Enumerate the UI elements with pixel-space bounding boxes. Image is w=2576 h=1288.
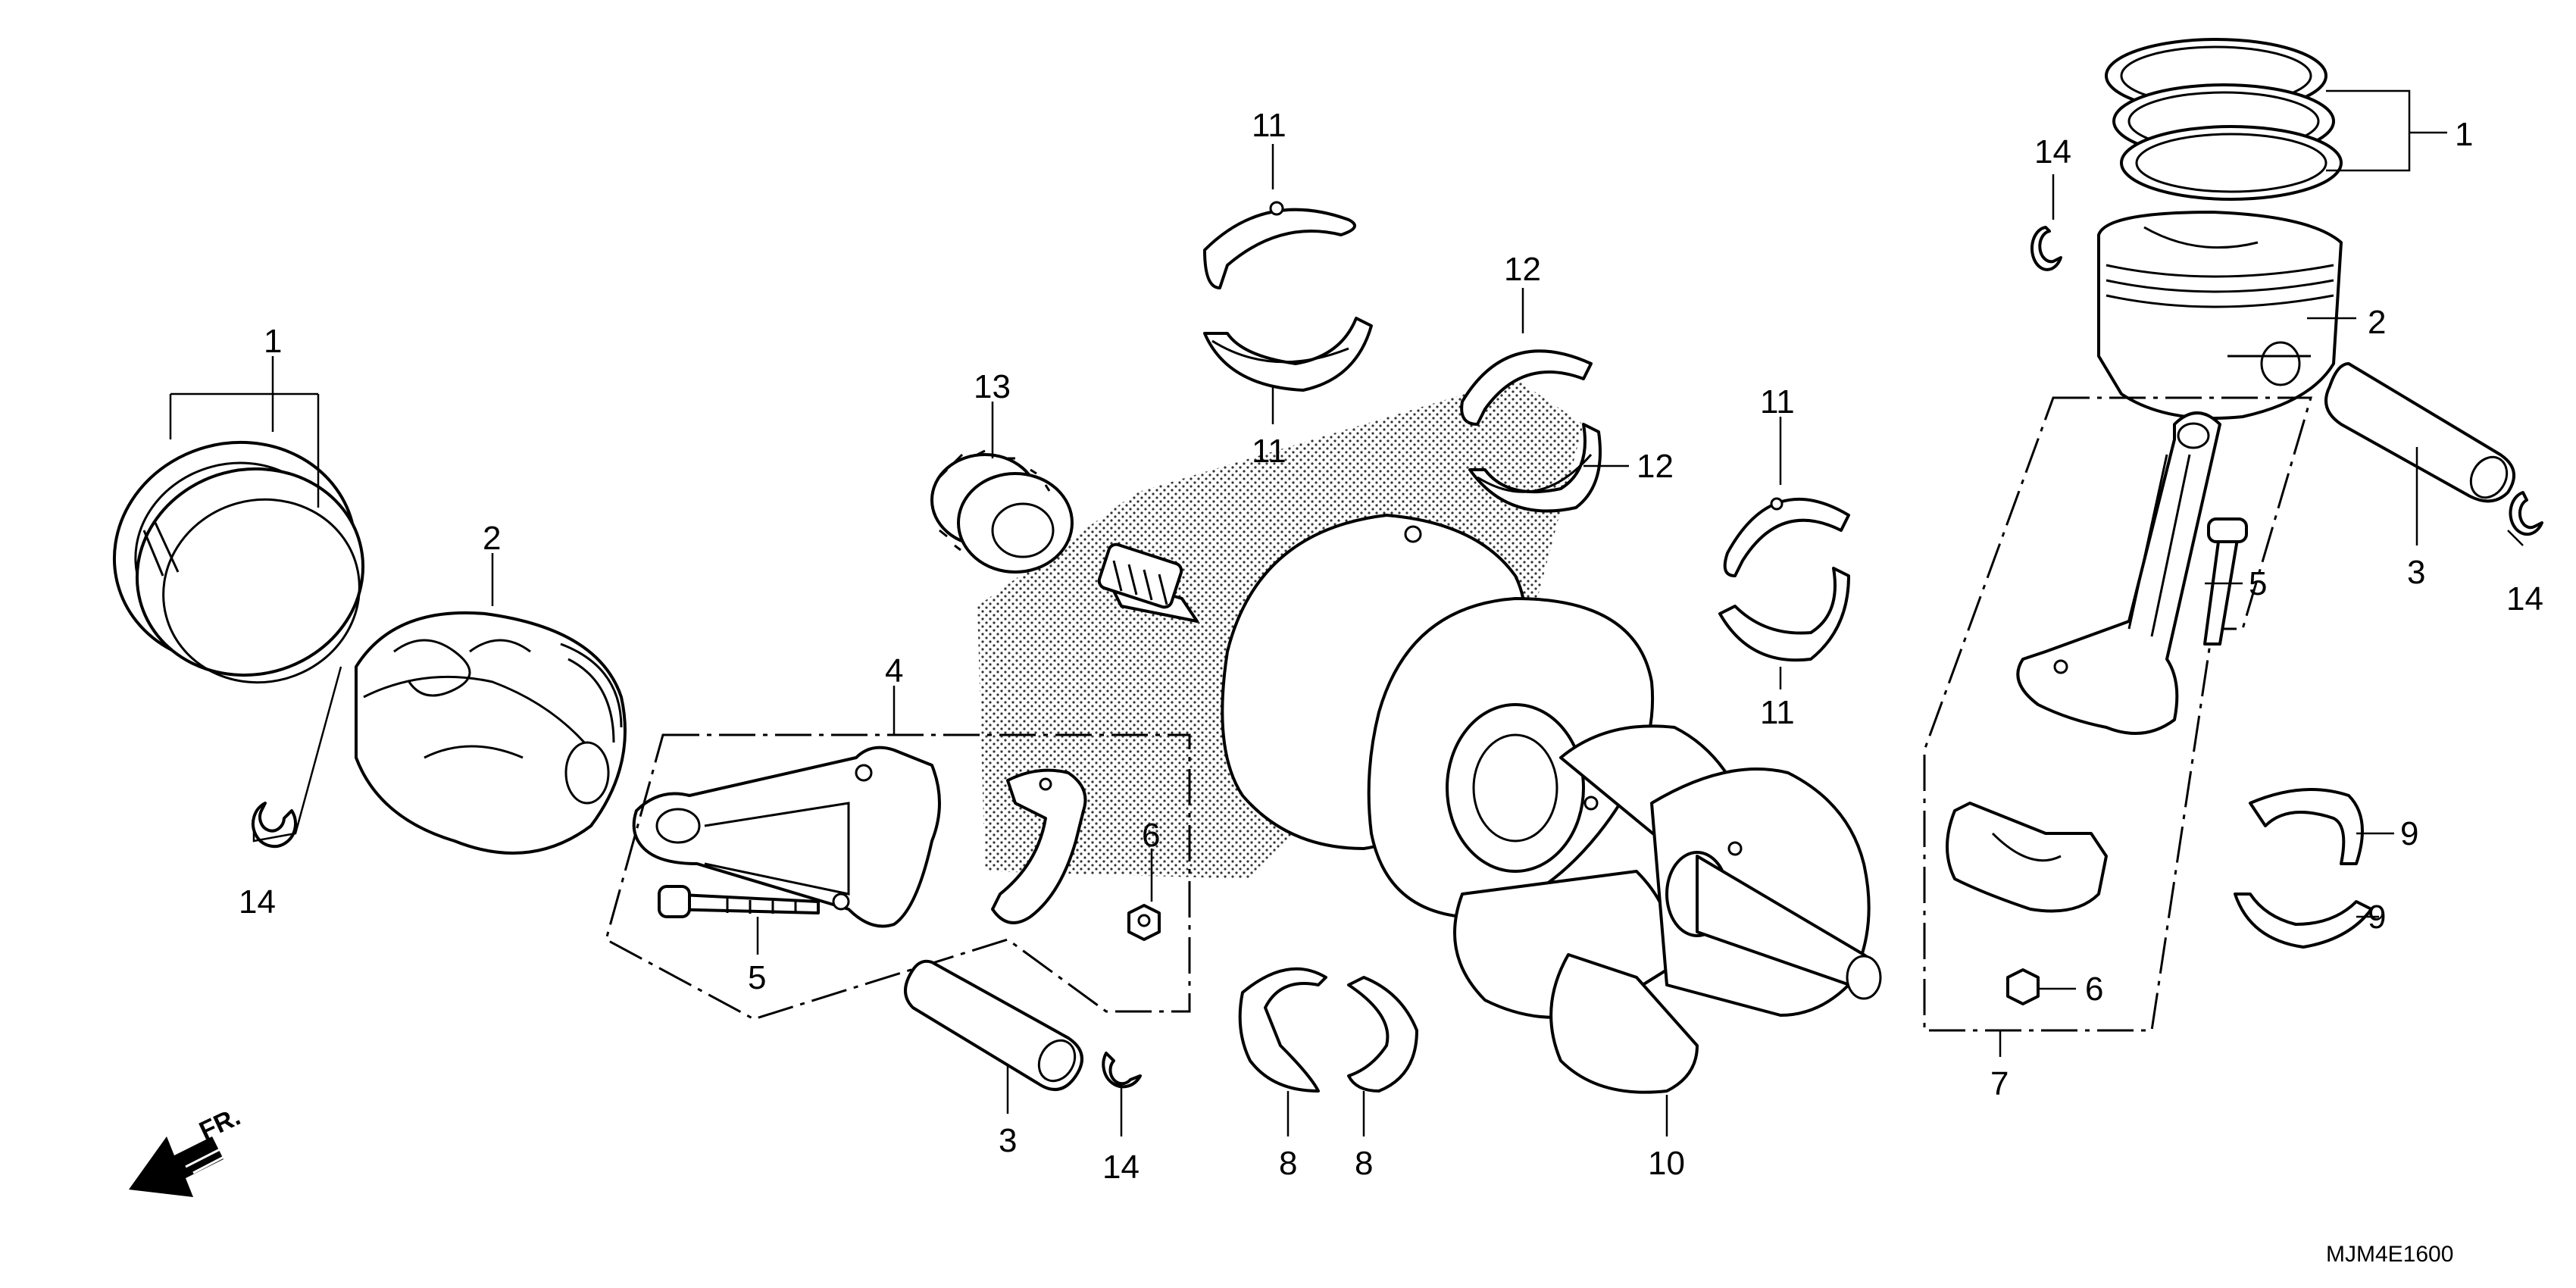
callout-6-right: 6 <box>2085 971 2103 1008</box>
callout-9-b: 9 <box>2368 899 2386 936</box>
connecting-rod-left <box>632 746 941 928</box>
callout-1-left: 1 <box>264 323 282 360</box>
piston-right <box>2097 211 2343 420</box>
callout-2-left: 2 <box>483 520 501 557</box>
callout-5-left: 5 <box>748 959 766 996</box>
bearing-9-lower <box>2234 893 2373 949</box>
crankshaft <box>1097 514 1882 1094</box>
bearing-9-upper <box>2249 788 2364 865</box>
callout-2-right: 2 <box>2368 304 2386 341</box>
group-box-4 <box>605 733 1191 1021</box>
bearing-12-upper <box>1460 349 1593 426</box>
callout-11-a: 11 <box>1252 107 1286 144</box>
callout-11-c: 11 <box>1760 383 1795 420</box>
callout-8-b: 8 <box>1355 1145 1373 1182</box>
circlip-right <box>2509 491 2543 536</box>
rod-bolt-right <box>2203 517 2248 646</box>
rod-bolt-left <box>658 885 820 918</box>
callout-1-right: 1 <box>2455 116 2473 153</box>
rod-cap-right <box>1946 802 2108 913</box>
group-box-7 <box>1923 396 2313 1032</box>
callout-4: 4 <box>885 652 903 689</box>
callout-9-a: 9 <box>2400 815 2418 852</box>
bearing-8-right <box>1347 976 1418 1093</box>
callout-labels: 1 2 14 4 5 6 3 14 13 11 11 12 12 11 11 8… <box>239 107 2543 1186</box>
piston-rings-right <box>2105 38 2343 201</box>
nut-left <box>1127 904 1161 941</box>
rod-cap-left <box>991 768 1087 924</box>
callout-10: 10 <box>1648 1145 1685 1182</box>
bearing-11-right-lower <box>1718 567 1850 662</box>
front-arrow-icon: FR. <box>129 1102 245 1197</box>
front-marker-label: FR. <box>195 1102 245 1146</box>
diagram-code: MJM4E1600 <box>2326 1242 2453 1267</box>
bearing-12-lower <box>1468 423 1602 513</box>
sprocket <box>930 449 1074 574</box>
callout-3-left: 3 <box>999 1122 1017 1159</box>
bearing-11-top-upper <box>1203 201 1356 289</box>
callout-3-right: 3 <box>2407 554 2425 591</box>
callout-12-a: 12 <box>1504 251 1541 288</box>
callout-14-right: 14 <box>2506 580 2543 617</box>
callout-14-left: 14 <box>239 883 276 921</box>
callout-11-b: 11 <box>1252 433 1286 470</box>
callout-14-bottom: 14 <box>1102 1149 1140 1186</box>
piston-rings-left <box>112 440 365 684</box>
circlip-bottom <box>1102 1052 1142 1089</box>
nut-right <box>2006 968 2040 1005</box>
bearing-8-left <box>1238 967 1327 1093</box>
piston-left <box>355 611 627 855</box>
leader-lines <box>169 89 2524 1136</box>
connecting-rod-right <box>2016 411 2221 735</box>
circlip-right-top <box>2030 226 2062 271</box>
piston-pin-left <box>904 959 1083 1091</box>
callout-8-a: 8 <box>1279 1145 1297 1182</box>
callout-5-right: 5 <box>2249 565 2267 602</box>
callout-14-right-top: 14 <box>2034 133 2071 170</box>
callout-7: 7 <box>1990 1065 2009 1102</box>
bearing-11-top-lower <box>1203 317 1373 392</box>
callout-6-left: 6 <box>1142 817 1160 854</box>
piston-pin-right <box>2324 362 2515 503</box>
bearing-11-right-upper <box>1723 497 1850 577</box>
callout-11-d: 11 <box>1760 694 1795 731</box>
callout-12-b: 12 <box>1637 448 1674 485</box>
callout-13: 13 <box>974 368 1011 405</box>
